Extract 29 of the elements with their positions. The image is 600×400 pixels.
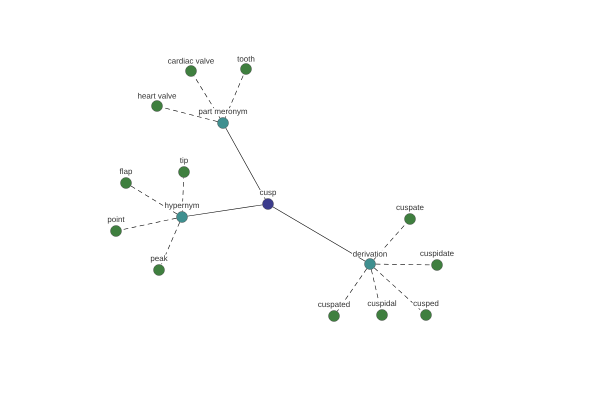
node-circle	[420, 309, 432, 321]
connector-line	[226, 128, 266, 200]
node-circle	[153, 264, 165, 276]
connector-line	[374, 268, 422, 312]
connector-line	[161, 222, 180, 266]
connector-line	[224, 74, 244, 118]
connector-line	[272, 206, 366, 262]
node-circle	[178, 166, 190, 178]
node-circle	[110, 225, 122, 237]
node-circle	[176, 211, 188, 223]
node-circle	[364, 258, 376, 270]
connector-line	[336, 268, 368, 312]
node-circle	[328, 310, 340, 322]
node-circle	[431, 259, 443, 271]
connector-line	[121, 218, 177, 230]
connector-line	[162, 107, 218, 122]
connector-line	[374, 223, 406, 260]
node-circle	[120, 177, 132, 189]
node-circle	[404, 213, 416, 225]
node-circle	[185, 65, 197, 77]
connector-line	[187, 204, 263, 216]
node-circle	[376, 309, 388, 321]
node-circle	[217, 117, 229, 129]
node-circle	[151, 100, 163, 112]
connector-line	[130, 186, 178, 214]
node-circle	[240, 63, 252, 75]
connector-line	[182, 177, 184, 212]
connector-line	[194, 76, 220, 118]
node-circle	[262, 198, 274, 210]
